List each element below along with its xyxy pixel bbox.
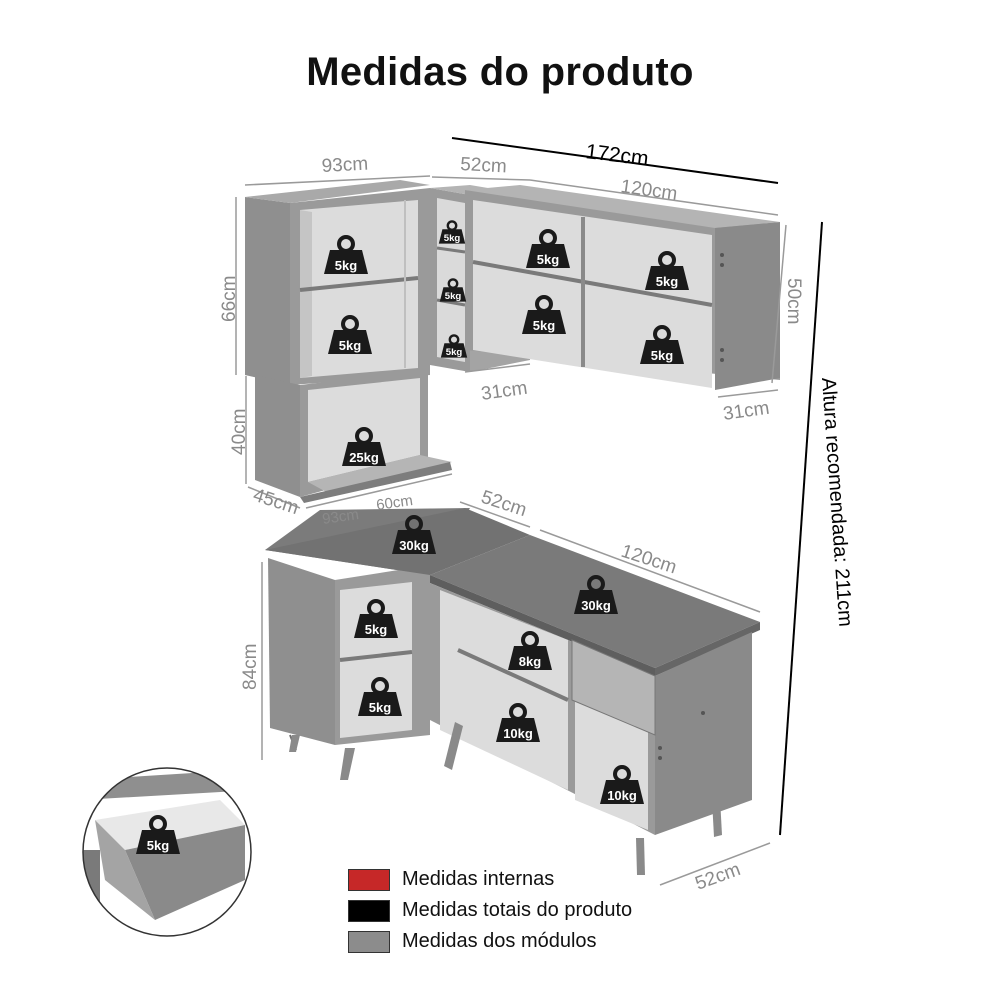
- dim-lower-height: 84cm: [240, 644, 261, 690]
- legend-item-total: Medidas totais do produto: [348, 895, 632, 926]
- weight-icon: 25kg: [340, 427, 388, 468]
- legend-item-modules: Medidas dos módulos: [348, 926, 632, 957]
- dim-total-width: 172cm: [584, 140, 649, 171]
- weight-label: 25kg: [349, 450, 379, 465]
- weight-label: 5kg: [445, 291, 462, 302]
- dim-upper-right-width: 120cm: [619, 176, 678, 205]
- weight-icon: 5kg: [638, 325, 686, 366]
- dim-lower-depth: 52cm: [693, 859, 744, 895]
- weight-label: 5kg: [533, 318, 555, 333]
- total-dimension-lines: [451, 137, 823, 836]
- weight-label: 10kg: [503, 726, 533, 741]
- dim-lower-right-width: 120cm: [618, 541, 679, 579]
- weight-icon: 5kg: [326, 315, 374, 356]
- weight-label: 5kg: [369, 700, 391, 715]
- dim-microwave-height: 40cm: [229, 409, 250, 455]
- weight-icon: 5kg: [437, 220, 467, 245]
- weight-label: 5kg: [446, 347, 463, 358]
- dim-upper-right-depth: 31cm: [722, 398, 771, 425]
- weight-label: 5kg: [537, 252, 559, 267]
- weight-icon: 10kg: [494, 703, 542, 744]
- module-dimension-lines: [235, 175, 787, 886]
- weight-icon: 5kg: [524, 229, 572, 270]
- legend-label: Medidas dos módulos: [402, 930, 597, 952]
- weight-icon: 5kg: [352, 599, 400, 640]
- weight-label: 5kg: [651, 348, 673, 363]
- weight-label: 5kg: [147, 838, 169, 853]
- weight-icon: 5kg: [439, 334, 469, 359]
- weight-label: 5kg: [365, 622, 387, 637]
- dim-upper-corner-width: 52cm: [460, 154, 508, 177]
- dim-lower-corner-width: 52cm: [478, 487, 529, 521]
- dim-recommended-height: Altura recomendada: 211cm: [817, 377, 856, 628]
- weight-icon: 30kg: [390, 515, 438, 556]
- legend-label: Medidas internas: [402, 868, 555, 890]
- dim-upper-right-height: 50cm: [783, 278, 804, 324]
- weight-label: 5kg: [444, 233, 461, 244]
- weight-icon: 5kg: [643, 251, 691, 292]
- legend: Medidas internas Medidas totais do produ…: [348, 864, 632, 957]
- dim-upper-left-height: 66cm: [219, 276, 240, 322]
- weight-label: 30kg: [399, 538, 429, 553]
- weight-label: 5kg: [656, 274, 678, 289]
- dim-microwave-width-b: 60cm: [375, 492, 414, 514]
- legend-swatch-red: [348, 868, 390, 891]
- legend-swatch-gray: [348, 930, 390, 953]
- weight-label: 8kg: [519, 654, 541, 669]
- legend-label: Medidas totais do produto: [402, 899, 633, 921]
- lower-left-cabinet: [265, 508, 470, 780]
- weight-icon: 5kg: [356, 677, 404, 718]
- legend-swatch-black: [348, 899, 390, 922]
- dim-upper-left-width: 93cm: [321, 154, 369, 177]
- upper-left-cabinet: [245, 180, 430, 385]
- page-title: Medidas do produto: [306, 50, 694, 94]
- legend-item-internal: Medidas internas: [348, 864, 632, 895]
- dim-upper-corner-depth: 31cm: [480, 378, 529, 405]
- weight-icon: 5kg: [134, 815, 182, 856]
- weight-label: 10kg: [607, 788, 637, 803]
- weight-icon: 10kg: [598, 765, 646, 806]
- weight-icon: 30kg: [572, 575, 620, 616]
- dim-microwave-width-a: 93cm: [321, 506, 360, 528]
- weight-label: 5kg: [339, 338, 361, 353]
- weight-icon: 5kg: [520, 295, 568, 336]
- weight-label: 5kg: [335, 258, 357, 273]
- weight-icon: 5kg: [322, 235, 370, 276]
- weight-icon: 8kg: [506, 631, 554, 672]
- dim-microwave-depth: 45cm: [250, 485, 301, 519]
- weight-icon: 5kg: [438, 278, 468, 303]
- weight-label: 30kg: [581, 598, 611, 613]
